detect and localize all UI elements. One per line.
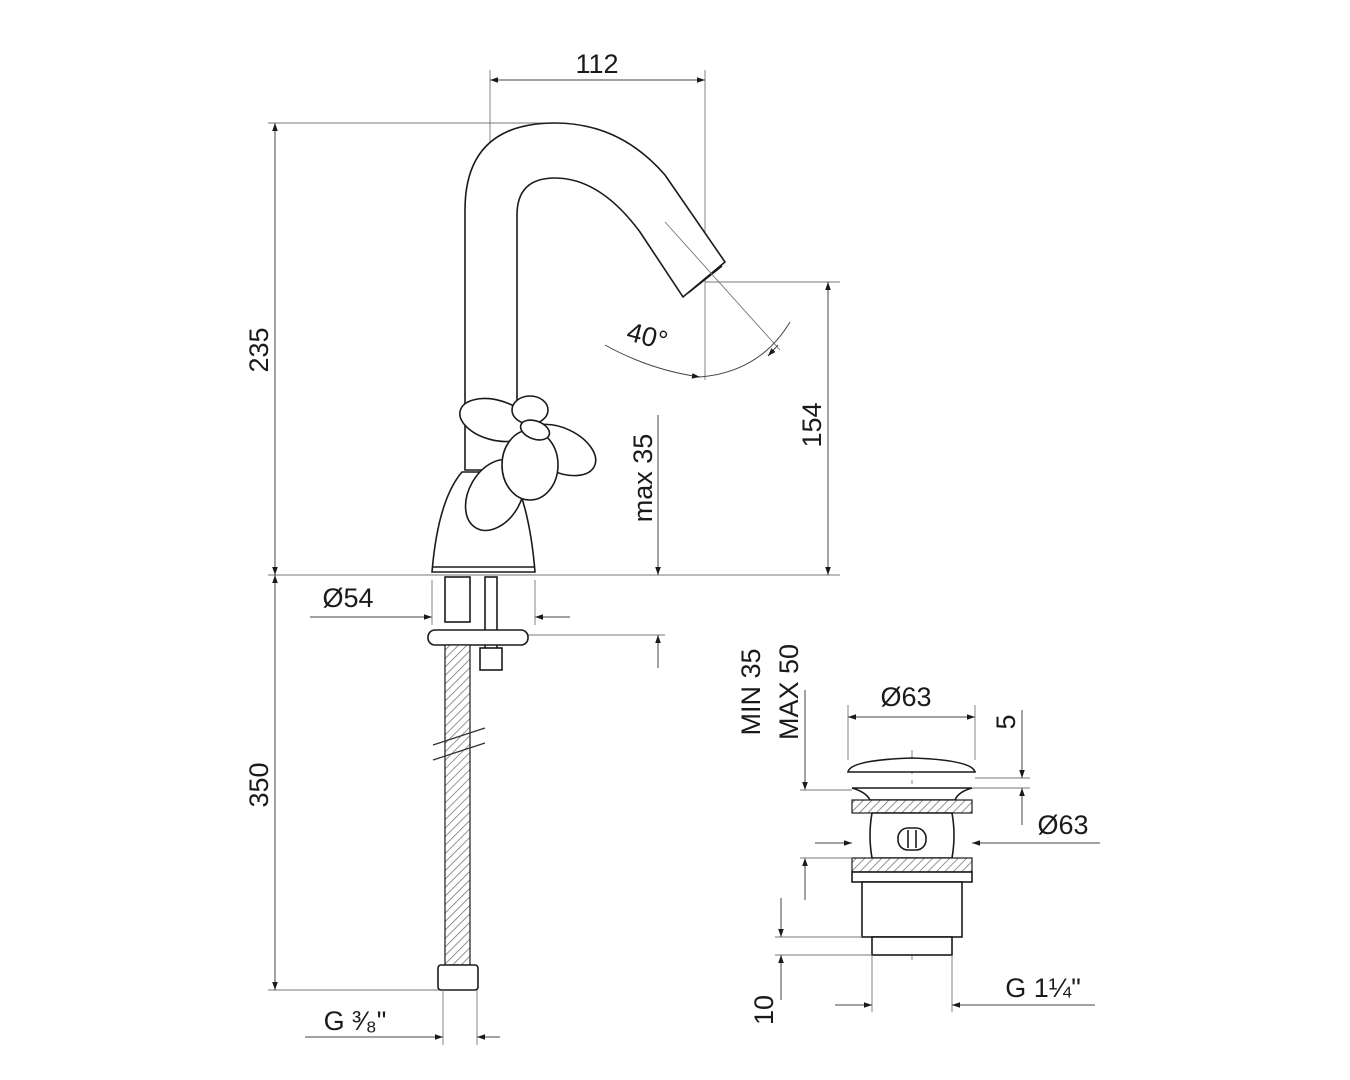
faucet-drawing (268, 70, 840, 991)
drain-cap (847, 757, 977, 773)
drain-drawing (847, 750, 977, 960)
cross-handle (459, 395, 597, 532)
dim-cap-height: 5 (991, 714, 1021, 729)
flex-hose (444, 644, 471, 966)
dim-spout-reach: 112 (575, 49, 618, 79)
dim-connection-thread: G ³⁄₈" (324, 1006, 387, 1036)
hose-nut (437, 964, 479, 991)
faucet-dimensions: 112 235 350 154 max 35 40° Ø54 G ³⁄₈" (244, 49, 831, 1045)
dim-deck-min: MIN 35 (736, 648, 766, 735)
dim-deck-max: MAX 50 (774, 644, 804, 740)
drain-dimensions: MIN 35 MAX 50 Ø63 5 Ø63 10 G 1¼" (736, 644, 1100, 1025)
dim-thread-length: 10 (749, 995, 779, 1025)
dim-flange-diameter: Ø63 (1037, 810, 1088, 840)
dim-total-height: 235 (244, 327, 274, 372)
drain-thread (871, 936, 953, 956)
dim-drain-thread: G 1¼" (1005, 973, 1081, 1003)
overflow-slot (897, 827, 927, 851)
dim-base-diameter: Ø54 (322, 583, 373, 613)
spout (464, 122, 727, 471)
dim-spout-height: 154 (797, 402, 827, 447)
dim-max-deck: max 35 (628, 434, 658, 523)
dim-hose-length: 350 (244, 762, 274, 807)
mounting-flange (427, 629, 529, 646)
dim-cap-diameter: Ø63 (880, 682, 931, 712)
dim-swivel-angle: 40° (624, 317, 671, 357)
